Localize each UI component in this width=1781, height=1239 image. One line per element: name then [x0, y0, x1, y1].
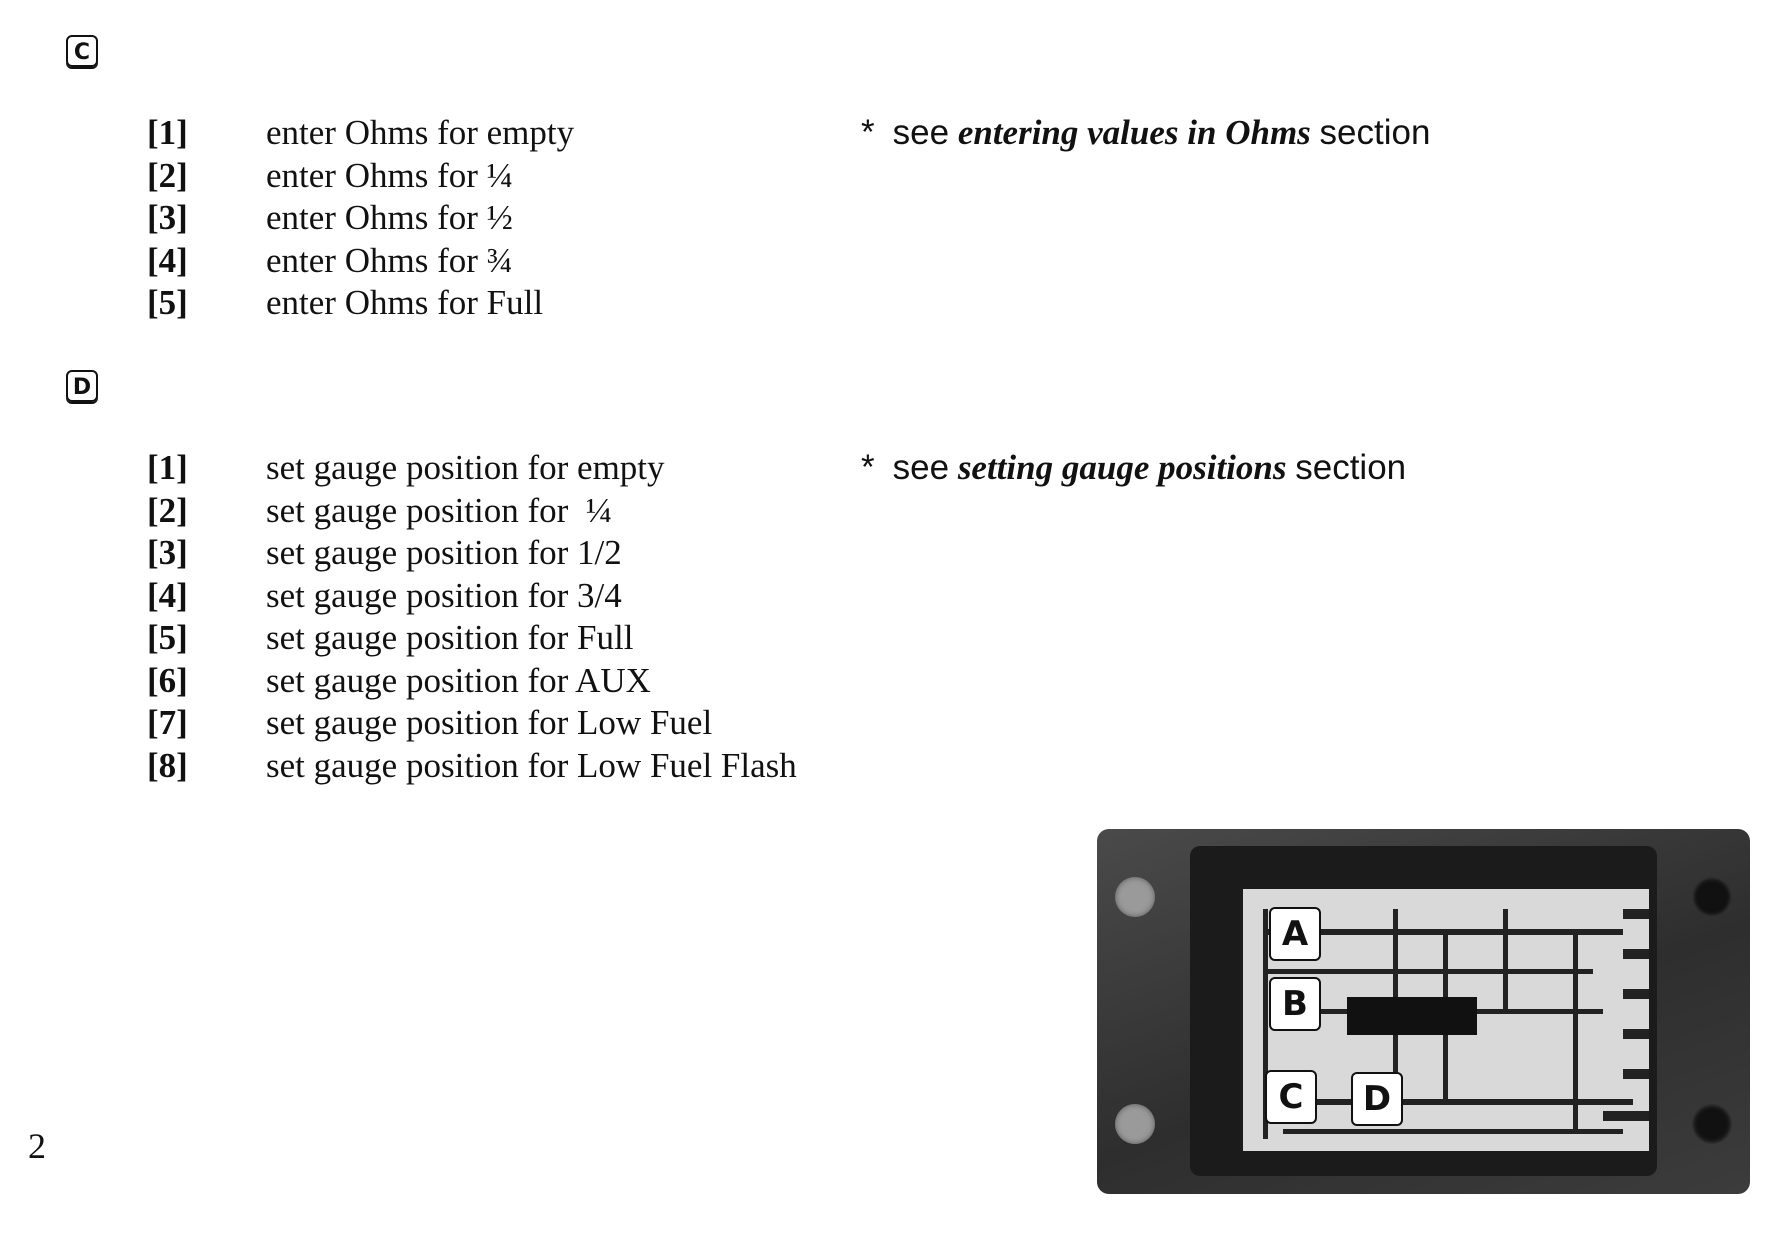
item-number: [1] — [147, 113, 188, 152]
asterisk: * — [861, 113, 875, 152]
note-post: section — [1319, 113, 1431, 152]
note-pre: see — [892, 448, 950, 487]
note-pre: see — [892, 113, 950, 152]
note-emphasis: setting gauge positions — [957, 448, 1287, 487]
item-text: set gauge position for Low Fuel Flash — [266, 745, 797, 785]
item-text: set gauge position for ¼ — [266, 490, 613, 530]
item-text: enter Ohms for ½ — [266, 198, 513, 237]
mount-hole — [1692, 1104, 1732, 1144]
item-text: set gauge position for Low Fuel — [266, 703, 713, 742]
photo-label-d: D — [1351, 1072, 1403, 1126]
item-text: set gauge position for AUX — [266, 660, 651, 700]
mount-hole — [1692, 877, 1732, 917]
item-number: [5] — [147, 283, 188, 322]
photo-label-c: C — [1265, 1070, 1317, 1124]
item-number: [7] — [147, 703, 188, 742]
circuit-board-photo: A B C D — [1097, 829, 1750, 1194]
item-text: set gauge position for Full — [266, 618, 634, 657]
item-number: [3] — [147, 198, 188, 237]
item-number: [8] — [147, 745, 188, 785]
photo-label-b: B — [1269, 977, 1321, 1031]
item-text: enter Ohms for Full — [266, 283, 544, 322]
item-number: [4] — [147, 240, 188, 280]
item-number: [4] — [147, 575, 188, 615]
item-text: enter Ohms for ¾ — [266, 240, 513, 280]
item-text: set gauge position for 1/2 — [266, 533, 622, 572]
item-number: [2] — [147, 490, 188, 530]
item-text: set gauge position for empty — [266, 448, 665, 487]
item-text: enter Ohms for ¼ — [266, 155, 513, 195]
section-d-note: * see setting gauge positions section — [861, 447, 1406, 489]
asterisk: * — [861, 448, 875, 487]
section-c-note: * see entering values in Ohms section — [861, 112, 1430, 154]
item-number: [2] — [147, 155, 188, 195]
item-text: enter Ohms for empty — [266, 113, 575, 152]
item-number: [1] — [147, 448, 188, 487]
section-d-badge: D — [66, 370, 98, 402]
note-post: section — [1295, 448, 1407, 487]
item-number: [5] — [147, 618, 188, 657]
mount-hole — [1115, 1104, 1155, 1144]
item-number: [3] — [147, 533, 188, 572]
section-c-badge: C — [66, 35, 98, 67]
note-emphasis: entering values in Ohms — [957, 113, 1311, 152]
item-text: set gauge position for 3/4 — [266, 575, 622, 615]
item-number: [6] — [147, 660, 188, 700]
mount-hole — [1115, 877, 1155, 917]
page-number: 2 — [28, 1126, 46, 1166]
photo-label-a: A — [1269, 907, 1321, 961]
ic-chip — [1347, 997, 1477, 1035]
